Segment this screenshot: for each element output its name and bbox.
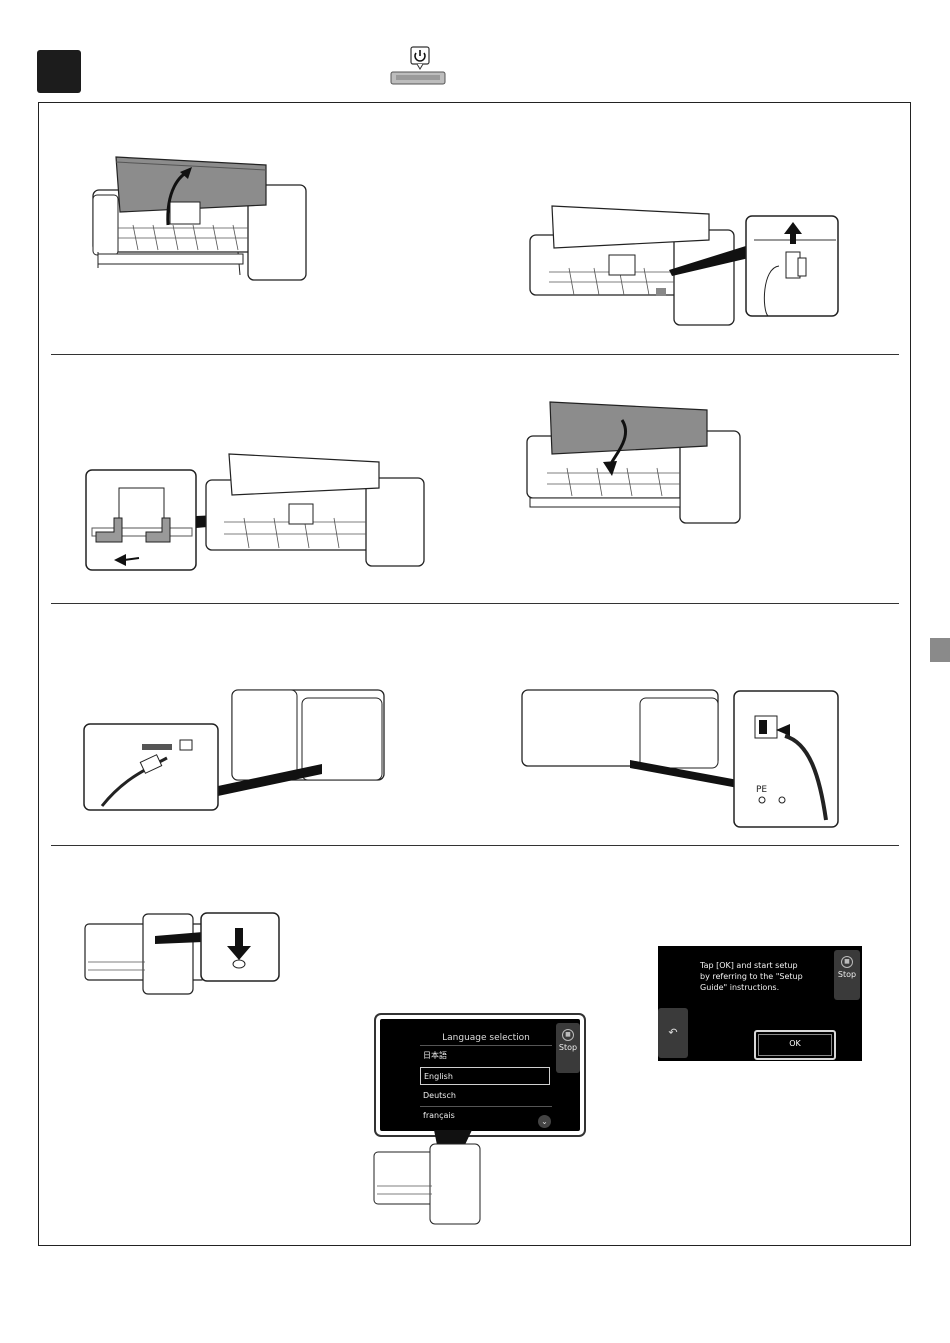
- printer-remove-tape-illustration: [524, 200, 844, 330]
- message-line: by referring to the "Setup: [700, 971, 803, 982]
- message-line: Guide" instructions.: [700, 982, 803, 993]
- power-icon: [390, 46, 446, 88]
- ok-button[interactable]: OK: [754, 1030, 836, 1060]
- message-line: Tap [OK] and start setup: [700, 960, 803, 971]
- back-arrow-icon[interactable]: ↶: [658, 1008, 688, 1058]
- section-divider: [51, 354, 899, 355]
- power-button-press-illustration: [83, 910, 283, 1002]
- stop-button[interactable]: ■ Stop: [834, 950, 860, 1000]
- touchscreen-frame: Language selection 日本語 English Deutsch f…: [374, 1013, 586, 1137]
- power-button-illustration: [390, 46, 446, 88]
- chevron-down-icon[interactable]: ⌄: [538, 1115, 551, 1128]
- printer-power-inlet-illustration: PE: [520, 688, 842, 830]
- list-separator: [420, 1045, 552, 1046]
- printer-carriage-illustration: [84, 450, 434, 575]
- svg-text:PE: PE: [756, 785, 767, 795]
- stop-button[interactable]: ■ Stop: [556, 1023, 580, 1073]
- ok-label: OK: [758, 1034, 832, 1056]
- section-divider: [51, 603, 899, 604]
- section-tab: [930, 638, 950, 662]
- stop-label: Stop: [559, 1043, 577, 1052]
- printer-open-cover-illustration: [88, 150, 313, 285]
- section-divider: [51, 845, 899, 846]
- step-number-badge: [37, 50, 81, 93]
- language-option[interactable]: français: [420, 1107, 550, 1125]
- language-option[interactable]: 日本語: [420, 1047, 550, 1065]
- setup-start-screen: Tap [OK] and start setup by referring to…: [658, 946, 862, 1061]
- language-selection-screen: Language selection 日本語 English Deutsch f…: [380, 1019, 580, 1131]
- printer-control-panel-illustration: [372, 1130, 484, 1226]
- printer-rear-cord-illustration: [82, 686, 392, 814]
- language-option-selected[interactable]: English: [420, 1067, 550, 1085]
- stop-icon: ■: [841, 956, 853, 968]
- screen-title: Language selection: [420, 1033, 552, 1043]
- stop-icon: ■: [562, 1029, 574, 1041]
- language-option[interactable]: Deutsch: [420, 1087, 550, 1105]
- setup-message: Tap [OK] and start setup by referring to…: [700, 960, 803, 993]
- stop-label: Stop: [838, 970, 856, 979]
- printer-close-cover-illustration: [522, 398, 747, 526]
